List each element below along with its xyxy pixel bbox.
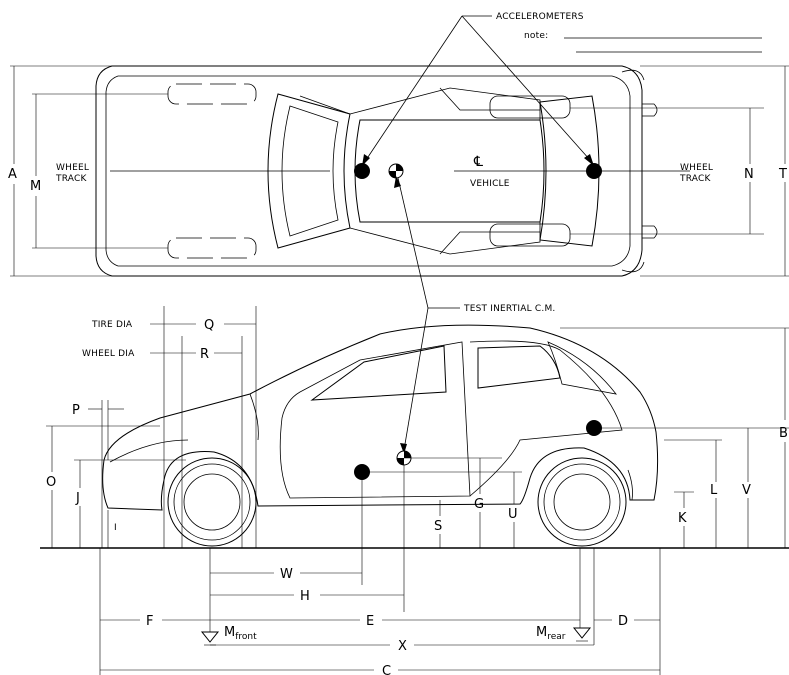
dim-label-M: M (30, 179, 41, 194)
top-windshield (267, 93, 351, 249)
side-rear-window (477, 345, 561, 389)
top-accelerometer-rear (586, 163, 602, 179)
wheel-dia-label: WHEEL DIA (82, 349, 135, 359)
dim-label-D: D (618, 614, 628, 629)
m-front-marker (200, 631, 220, 643)
m-rear-marker (572, 627, 592, 639)
accelerometers-label: ACCELEROMETERS (496, 12, 584, 22)
dim-label-F: F (146, 614, 153, 629)
dim-label-H: H (300, 589, 310, 604)
top-view-dimensions: A M N T WHEEL TRACK WHEEL TRACK ℄ VEHICL… (8, 65, 789, 277)
dim-label-Q: Q (204, 318, 214, 333)
dim-label-O: O (46, 475, 56, 490)
wheel-track-right-line2: TRACK (679, 174, 711, 184)
dim-label-T: T (778, 167, 787, 182)
dim-label-E: E (366, 614, 374, 629)
tire-dia-label: TIRE DIA (91, 320, 133, 330)
dim-label-L: L (710, 483, 718, 498)
dim-label-U: U (508, 507, 518, 522)
side-rear-quarter-window (547, 341, 617, 395)
top-cm-symbol (388, 163, 404, 179)
top-rear-right-wheel (489, 223, 571, 247)
side-front-window (310, 345, 447, 401)
top-view (95, 65, 690, 277)
side-view (40, 324, 789, 549)
dim-label-G: G (474, 497, 484, 512)
side-front-wheel (167, 457, 257, 547)
dim-label-B: B (779, 426, 788, 441)
top-view-body-outline (95, 65, 643, 277)
dim-label-X: X (398, 639, 407, 654)
test-inertial-cm-label: TEST INERTIAL C.M. (463, 304, 555, 314)
dim-label-N: N (744, 167, 754, 182)
top-view-body-inner (105, 75, 631, 267)
dim-label-R: R (200, 347, 209, 362)
wheel-track-left-line2: TRACK (55, 174, 87, 184)
horizontal-dimensions: W H F E D Mfront Mrear X C (99, 465, 661, 675)
callouts: ACCELEROMETERS note: TEST INERTIAL C.M. (362, 12, 762, 454)
top-rear-left-wheel (489, 95, 571, 119)
vehicle-label: VEHICLE (470, 179, 510, 189)
dim-label-W: W (280, 567, 293, 582)
dim-label-S: S (434, 519, 442, 534)
m-rear-label: Mrear (536, 625, 566, 642)
dim-label-A: A (8, 167, 17, 182)
side-body-outline (102, 324, 659, 511)
top-rear-window (539, 95, 600, 247)
top-front-right-wheel (167, 237, 257, 259)
dim-label-J: J (75, 491, 80, 506)
note-label: note: (524, 31, 548, 41)
top-accelerometer-front (354, 163, 370, 179)
side-rear-wheel (537, 457, 627, 547)
dim-label-V: V (742, 483, 751, 498)
centerline-symbol: ℄ (473, 154, 483, 170)
dim-label-C: C (382, 664, 391, 675)
wheel-track-right-line1: WHEEL (680, 163, 713, 173)
dim-label-K: K (678, 511, 687, 526)
m-front-label: Mfront (224, 625, 257, 642)
side-door-outline (279, 341, 471, 499)
wheel-track-left-line1: WHEEL (56, 163, 89, 173)
dim-label-P: P (72, 403, 80, 418)
dim-label-I: I (114, 523, 117, 533)
side-view-dimensions: TIRE DIA Q WHEEL DIA R P O J I S G (46, 306, 789, 548)
top-front-left-wheel (167, 83, 257, 105)
